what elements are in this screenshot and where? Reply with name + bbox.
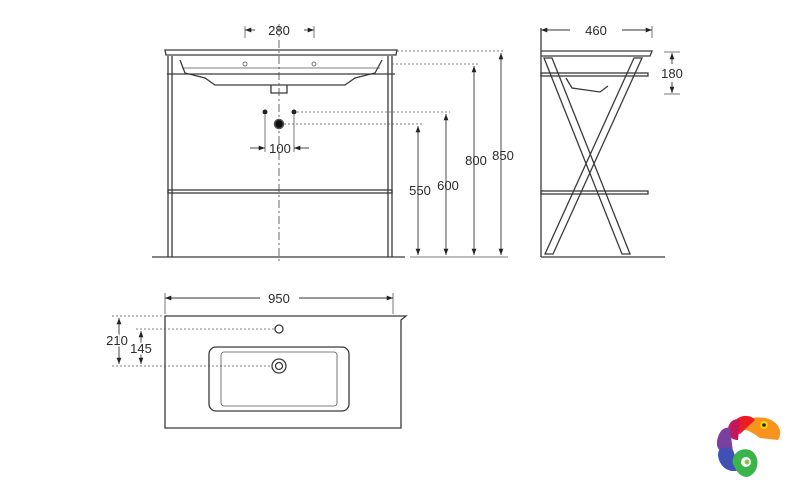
dim-950: 950 bbox=[268, 291, 290, 306]
dim-210: 210 bbox=[106, 333, 128, 348]
drain bbox=[271, 358, 287, 374]
dim-850: 850 bbox=[492, 148, 514, 163]
chameleon-logo-icon bbox=[716, 415, 781, 477]
dim-550: 550 bbox=[409, 183, 431, 198]
dim-180: 180 bbox=[661, 66, 683, 81]
dim-460: 460 bbox=[585, 23, 607, 38]
side-top-rail bbox=[540, 72, 649, 77]
dim-600: 600 bbox=[437, 178, 459, 193]
dim-800: 800 bbox=[465, 153, 487, 168]
side-basin-top bbox=[541, 50, 653, 57]
sink-bowl bbox=[208, 346, 350, 412]
dim-100: 100 bbox=[269, 141, 291, 156]
top-outline bbox=[164, 315, 408, 429]
basin-bowl bbox=[179, 59, 383, 86]
top-view: 950 210 145 bbox=[105, 291, 408, 429]
x-leg-2 bbox=[543, 57, 644, 255]
supply-hole-right bbox=[291, 109, 297, 115]
front-view: 280 100 850 800 600 550 bbox=[152, 23, 514, 262]
basin-top bbox=[164, 49, 398, 56]
dim-280: 280 bbox=[268, 23, 290, 38]
dim-145: 145 bbox=[130, 341, 152, 356]
side-view: 460 180 bbox=[540, 23, 683, 258]
waste-hole bbox=[273, 118, 285, 130]
side-bowl bbox=[565, 77, 609, 93]
lower-shelf bbox=[167, 189, 393, 194]
x-leg-1 bbox=[543, 57, 631, 255]
side-shelf bbox=[540, 190, 649, 195]
tap-hole bbox=[274, 324, 284, 334]
supply-hole-left bbox=[262, 109, 268, 115]
